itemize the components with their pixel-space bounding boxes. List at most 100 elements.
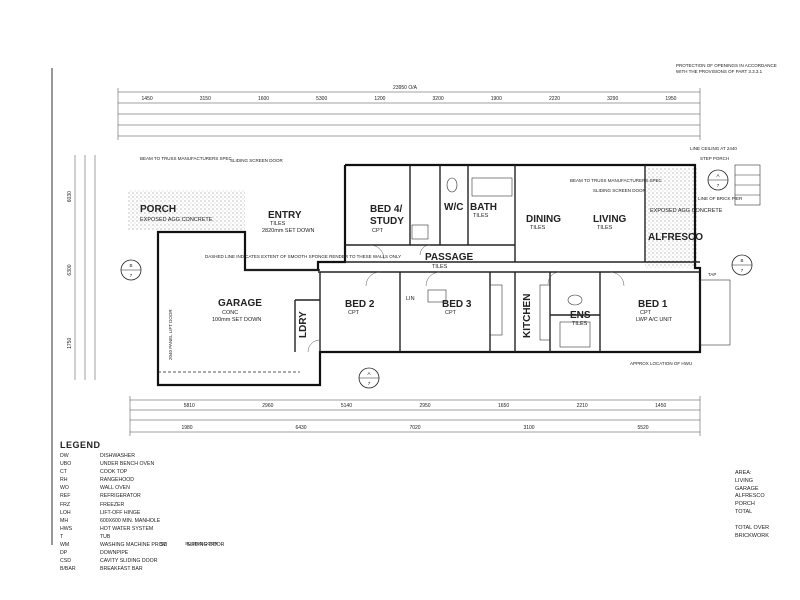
dimension-label: 2950: [419, 403, 430, 409]
room-ensuite: ENS: [570, 310, 591, 321]
screen-door-note-2: SLIDING SCREEN DOOR: [593, 188, 647, 193]
door-swings: [307, 244, 625, 353]
area-total-label: TOTAL OVER: [735, 524, 770, 531]
svg-text:7: 7: [717, 183, 720, 188]
legend-desc: LIFT-OFF HINGE: [100, 509, 141, 516]
step-porch-note: STEP PORCH: [700, 156, 729, 161]
dimension-label: 1750: [67, 338, 73, 349]
room-bath: BATH: [470, 202, 497, 213]
alfresco-note: EXPOSED AGG CONCRETE: [650, 208, 723, 214]
dimension-label: 6430: [295, 425, 306, 431]
entry-finish: TILES: [270, 221, 286, 227]
room-laundry: LDRY: [298, 311, 309, 338]
screen-door-note: SLIDING SCREEN DOOR: [230, 158, 284, 163]
dimension-label: 3100: [523, 425, 534, 431]
linen-label: LIN: [406, 296, 415, 302]
sliding-door-note: SLIDING DOOR: [185, 541, 219, 546]
legend-desc: HOT WATER SYSTEM: [100, 525, 154, 532]
compliance-note-line1: PROTECTION OF OPENINGS IN ACCORDANCE: [676, 63, 777, 68]
bed2-finish: CPT: [348, 310, 360, 316]
legend-code: MH: [60, 517, 69, 524]
svg-text:7: 7: [130, 273, 133, 278]
legend-code: DW: [60, 453, 69, 459]
room-porch: PORCH: [140, 204, 176, 215]
area-title: AREA:: [735, 470, 752, 476]
compliance-note: PROTECTION OF OPENINGS IN ACCORDANCE WIT…: [676, 63, 786, 75]
legend-desc: TUB: [100, 533, 111, 540]
step-stairs: [734, 164, 761, 206]
legend-code: T: [60, 533, 64, 540]
legend-item: T TUB: [60, 533, 290, 541]
room-garage: GARAGE: [218, 298, 262, 309]
garage-finish: CONC: [222, 310, 238, 316]
legend-desc: BREAKFAST BAR: [100, 566, 143, 573]
legend-desc: 600X600 MIN. MANHOLE: [100, 517, 161, 524]
room-passage: PASSAGE: [425, 252, 473, 263]
dimension-label: 1650: [498, 403, 509, 409]
dimension-label: 1900: [491, 96, 502, 102]
pier-note: LINE OF BRICK PIER: [698, 196, 743, 201]
room-kitchen: KITCHEN: [522, 294, 533, 338]
legend-code: REF: [60, 493, 71, 500]
dimension-label: 5140: [341, 403, 352, 409]
dimension-label: 1450: [655, 403, 666, 409]
legend-desc: DISHWASHER: [100, 453, 135, 459]
room-bed3: BED 3: [442, 299, 472, 310]
bath-finish: TILES: [473, 213, 489, 219]
ensuite-finish: TILES: [572, 321, 588, 327]
legend-desc: WASHING MACHINE PROV.: [100, 542, 168, 549]
dimension-label: 2960: [262, 403, 273, 409]
legend-code: LOH: [60, 509, 71, 516]
room-bed4: BED 4/: [370, 204, 402, 215]
legend-desc: CAVITY SLIDING DOOR: [100, 558, 158, 565]
dimension-label: 2210: [577, 403, 588, 409]
dimension-label: 6300: [67, 264, 73, 275]
entry-note: 2820mm SET DOWN: [262, 228, 314, 234]
compliance-note-line2: WITH THE PROVISIONS OF PART 3.3.3.1: [676, 69, 763, 74]
legend-code: RH: [60, 477, 68, 484]
bed4-finish: CPT: [372, 228, 384, 234]
legend-title: LEGEND: [60, 440, 101, 450]
porch-note: EXPOSED AGG CONCRETE: [140, 217, 213, 223]
garage-note: 100mm SET DOWN: [212, 317, 261, 323]
dimension-label: 3290: [607, 96, 618, 102]
beam-note: BEAM TO TRUSS MANUFACTURERS SPEC: [140, 156, 233, 161]
dimension-label: 1600: [258, 96, 269, 102]
beam-note-2: BEAM TO TRUSS MANUFACTURERS SPEC: [570, 178, 663, 183]
dimension-label: 3150: [200, 96, 211, 102]
legend-code: DP: [60, 550, 68, 557]
living-finish: TILES: [597, 225, 613, 231]
dimension-label: 2220: [549, 96, 560, 102]
section-marker-left: B 7: [120, 259, 142, 281]
svg-text:B: B: [129, 263, 132, 268]
room-bed4-line2: STUDY: [370, 216, 404, 227]
dimension-label: 1200: [374, 96, 385, 102]
section-marker-right: B 7: [731, 254, 753, 276]
area-row: ALFRESCO: [735, 493, 765, 500]
tap-note: TAP: [708, 272, 716, 277]
legend-code: HWS: [60, 525, 73, 532]
legend-sd-desc: SLIDING DOOR: [186, 542, 225, 548]
legend-code: CT: [60, 469, 67, 476]
legend-desc: WALL OVEN: [100, 485, 130, 492]
hwu-note: APPROX LOCATION OF HWU: [630, 361, 692, 366]
room-entry: ENTRY: [268, 210, 302, 221]
legend-item: MH 600X600 MIN. MANHOLE: [60, 517, 290, 525]
room-alfresco: ALFRESCO: [648, 232, 703, 243]
legend-desc: UNDER BENCH OVEN: [100, 461, 155, 468]
room-dining: DINING: [526, 214, 561, 225]
bed1-note: LWP A/C UNIT: [636, 317, 673, 323]
dimension-label: 5810: [184, 403, 195, 409]
dimension-label: 1450: [142, 96, 153, 102]
bed3-finish: CPT: [445, 310, 457, 316]
passage-finish: TILES: [432, 264, 448, 270]
legend-sd-code: SD: [160, 542, 168, 548]
area-row: PORCH: [735, 501, 755, 508]
